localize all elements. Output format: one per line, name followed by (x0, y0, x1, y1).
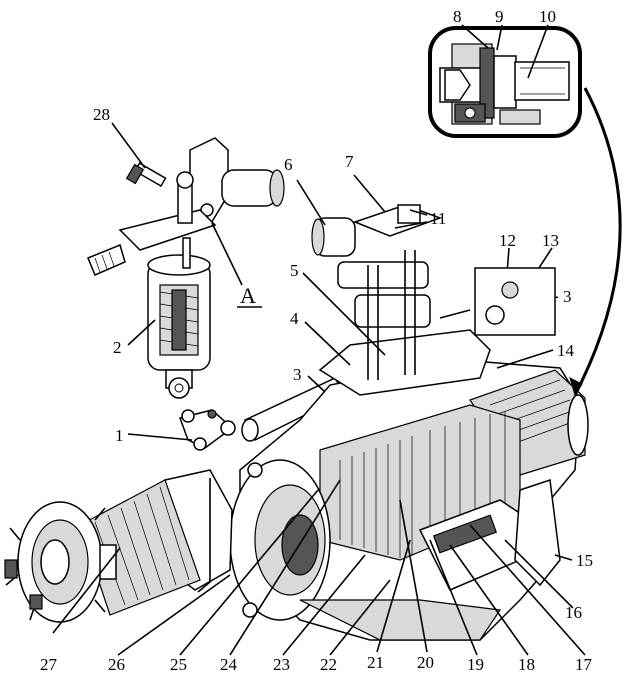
detail-inset-valve (428, 26, 582, 138)
leader-8 (461, 24, 489, 49)
callout-28: 28 (93, 105, 110, 124)
leader-15 (554, 554, 573, 561)
callout-3b: 3 (563, 287, 572, 306)
leader-7 (353, 174, 386, 213)
callout-9: 9 (495, 7, 504, 26)
leader-19 (429, 539, 478, 656)
callout-1: 1 (115, 426, 124, 445)
leader-3 (307, 375, 326, 393)
callout-25: 25 (170, 655, 187, 674)
leader-20 (399, 499, 428, 653)
leader-26 (117, 574, 231, 656)
leader-23 (282, 554, 366, 656)
transmission-housing (229, 204, 589, 641)
callout-23: 23 (273, 655, 290, 674)
callout-3: 3 (293, 365, 302, 384)
callout-19: 19 (467, 655, 484, 674)
callout-22: 22 (320, 655, 337, 674)
callout-24: 24 (220, 655, 238, 674)
callout-11: 11 (430, 209, 446, 228)
leader-10 (527, 24, 549, 79)
detail-marker-A: A (240, 283, 256, 308)
callout-26: 26 (108, 655, 125, 674)
leader-24 (229, 479, 341, 656)
leader-2 (127, 319, 156, 346)
callout-18: 18 (518, 655, 535, 674)
leader-21 (376, 539, 411, 653)
callout-16: 16 (565, 603, 582, 622)
callout-14: 14 (557, 341, 575, 360)
callout-21: 21 (367, 653, 384, 672)
input-shaft-assembly (4, 469, 233, 623)
leader-A (211, 222, 243, 286)
leader-4 (304, 321, 351, 366)
callout-17: 17 (575, 655, 593, 674)
leader-22 (329, 579, 391, 656)
callout-labels: 1 2 3 3 4 5 6 7 8 9 10 11 12 13 14 15 16… (40, 7, 593, 674)
leader-27 (52, 547, 121, 634)
leader-6 (296, 179, 326, 226)
leader-1 (127, 433, 193, 441)
leader-11a (409, 209, 428, 216)
callout-4: 4 (290, 309, 299, 328)
callout-20: 20 (417, 653, 434, 672)
callout-13: 13 (542, 231, 559, 250)
callout-8: 8 (453, 7, 462, 26)
leader-11b (394, 221, 428, 229)
leader-lines (52, 24, 622, 656)
callout-7: 7 (345, 152, 354, 171)
leader-18 (449, 544, 529, 656)
leader-9 (496, 24, 503, 51)
callout-15: 15 (576, 551, 593, 570)
leader-28 (111, 122, 146, 169)
leader-17 (469, 524, 586, 656)
callout-5: 5 (290, 261, 299, 280)
accumulator-assembly (87, 137, 285, 451)
callout-12: 12 (499, 231, 516, 250)
leader-16 (504, 539, 574, 609)
callout-2: 2 (113, 338, 122, 357)
callout-6: 6 (284, 155, 293, 174)
callout-10: 10 (539, 7, 556, 26)
callout-27: 27 (40, 655, 58, 674)
leader-5 (302, 272, 386, 356)
leader-14 (496, 349, 554, 369)
leader-25 (179, 489, 319, 656)
